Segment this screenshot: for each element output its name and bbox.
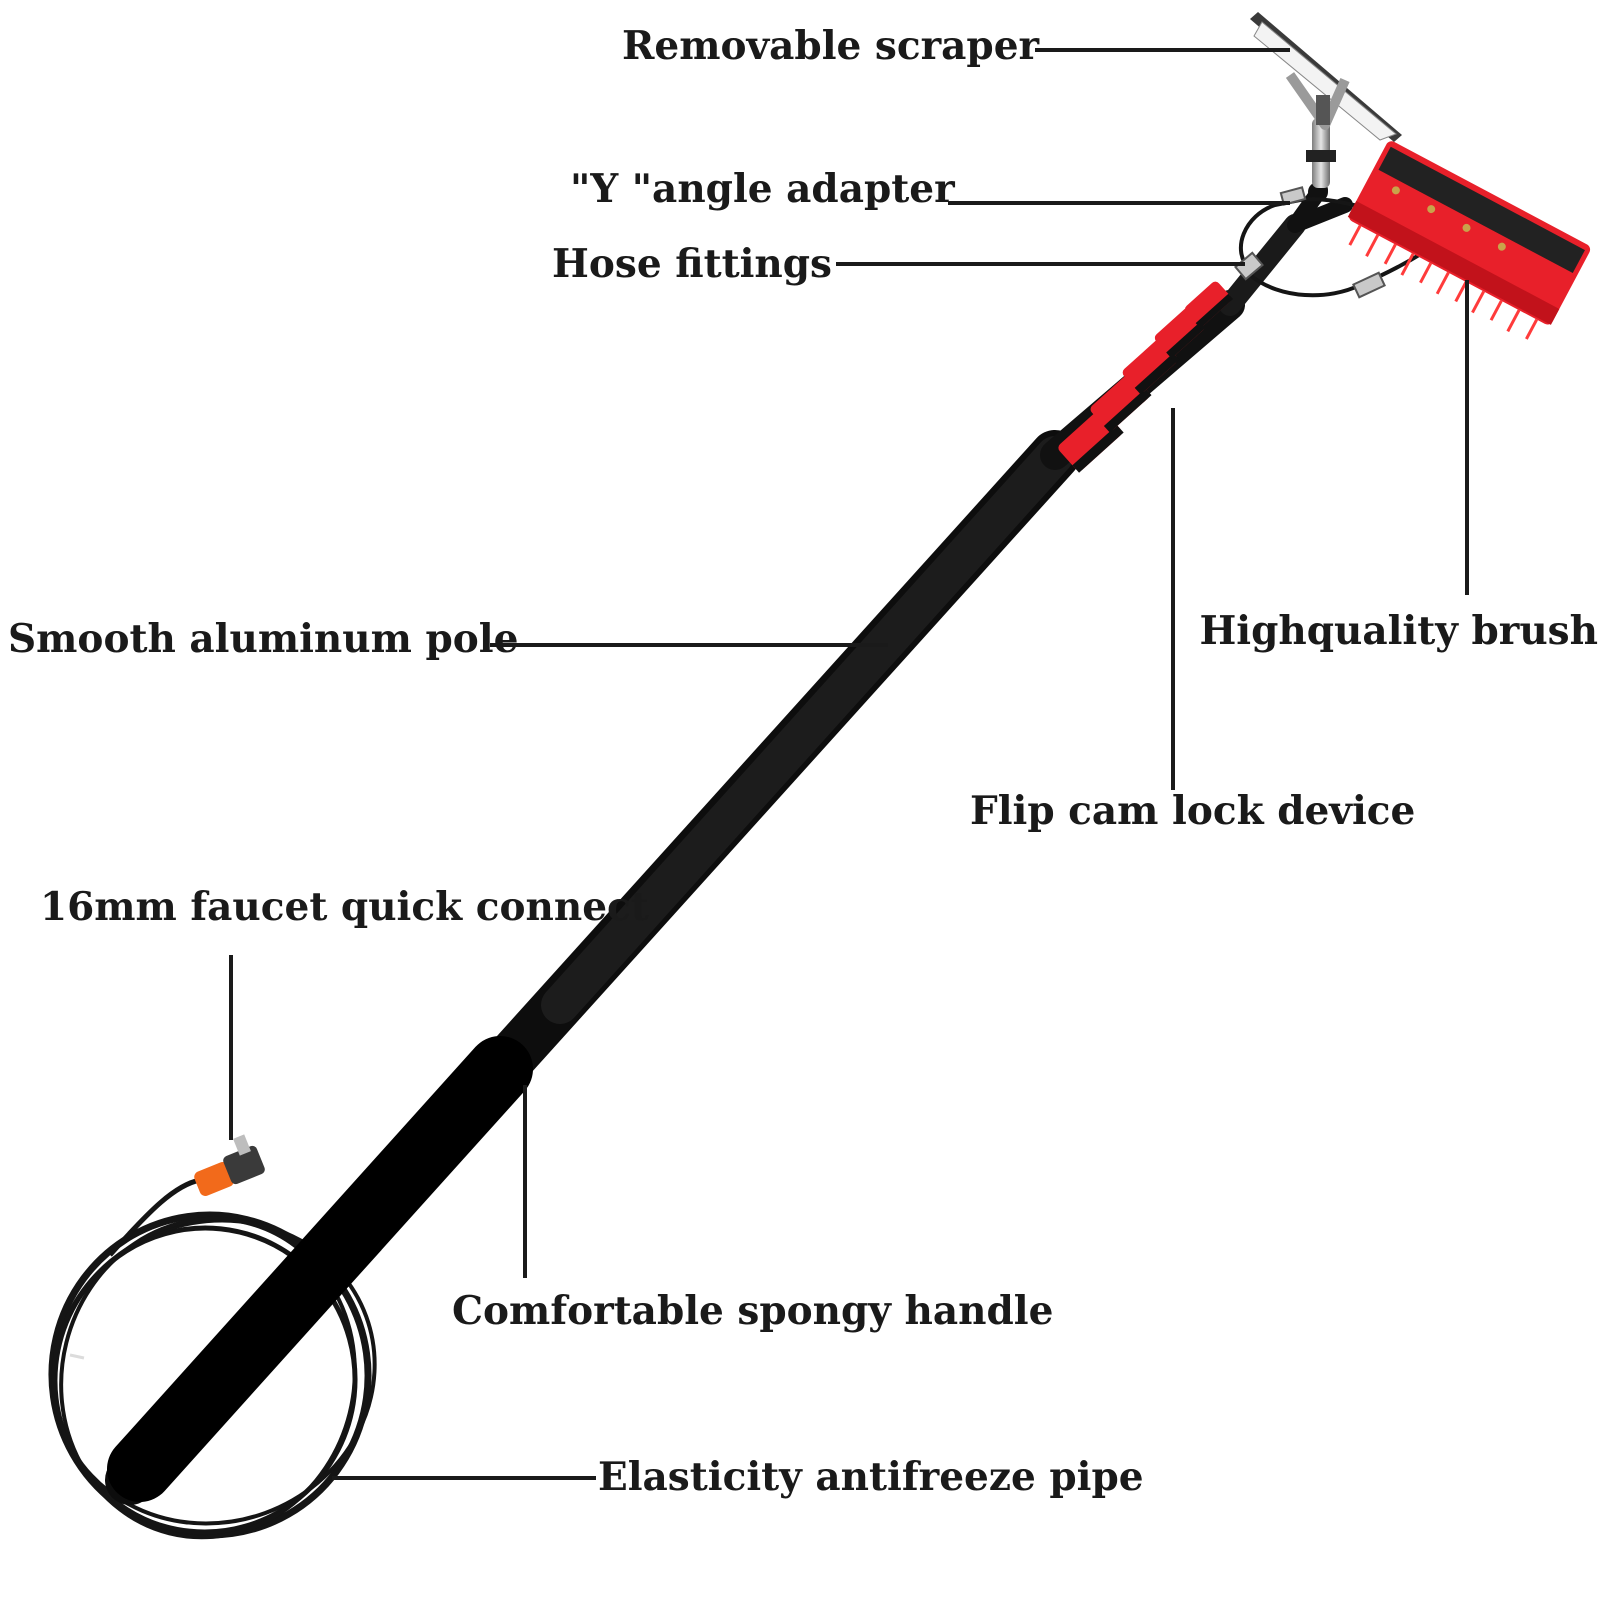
- antifreeze-hose-coil: [48, 1211, 377, 1540]
- label-comfortable-spongy-handle: Comfortable spongy handle: [452, 1288, 1054, 1334]
- aluminum-pole: [105, 214, 1306, 1505]
- label-faucet-quick-connect: 16mm faucet quick connect: [40, 884, 649, 930]
- label-y-angle-adapter: "Y "angle adapter: [570, 166, 955, 212]
- label-elasticity-antifreeze-pipe: Elasticity antifreeze pipe: [598, 1454, 1144, 1500]
- hose-lead-to-connector: [108, 1177, 201, 1257]
- brush-head: [1347, 141, 1591, 340]
- label-highquality-brush: Highquality brush: [1199, 608, 1598, 654]
- removable-scraper: [1250, 12, 1402, 142]
- faucet-connector: [194, 1134, 265, 1196]
- label-smooth-aluminum-pole: Smooth aluminum pole: [8, 616, 519, 662]
- leader-lines: [229, 48, 1469, 1480]
- y-angle-adapter: [1287, 118, 1353, 233]
- label-hose-fittings: Hose fittings: [552, 241, 832, 287]
- label-removable-scraper: Removable scraper: [622, 23, 1040, 69]
- flip-cam-locks: [1058, 281, 1234, 473]
- label-flip-cam-lock-device: Flip cam lock device: [970, 788, 1416, 834]
